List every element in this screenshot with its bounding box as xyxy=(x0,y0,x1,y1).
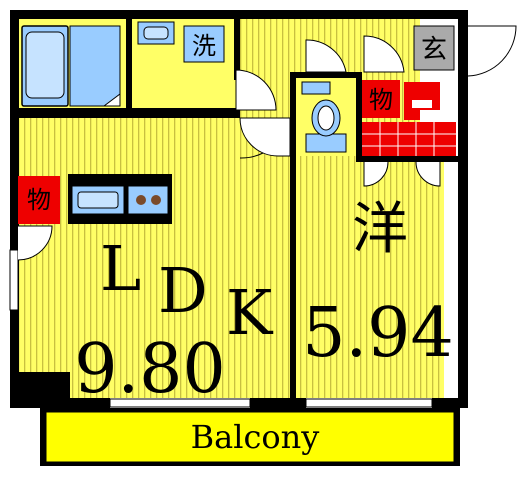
bathtub-basin xyxy=(25,31,65,99)
stairs-icon xyxy=(362,122,456,156)
window-left xyxy=(9,249,19,311)
wall-western-top xyxy=(356,156,464,162)
entrance-door-swing xyxy=(467,25,517,77)
balcony-fill xyxy=(45,411,455,463)
ldk-floor xyxy=(18,118,294,398)
stove-burner-1 xyxy=(136,195,146,205)
ldk-size: 9.80 xyxy=(74,330,225,409)
ldk-letter-d: D xyxy=(158,254,208,327)
wall-bottom-right xyxy=(432,398,468,408)
window-ldk xyxy=(109,398,251,408)
wall-bath-wash xyxy=(126,10,132,110)
wall-ldk-western xyxy=(290,160,296,400)
corner-left xyxy=(10,372,70,408)
ldk-letter-l: L xyxy=(100,232,141,305)
entrance-label: 玄 xyxy=(421,35,447,65)
toilet-bowl xyxy=(317,105,335,131)
washer-box xyxy=(183,25,225,63)
toilet-sink xyxy=(301,81,331,95)
wall-bottom-mid xyxy=(250,398,306,408)
step-white xyxy=(412,100,432,108)
wall-closet xyxy=(356,72,362,162)
bath-door-icon xyxy=(102,93,121,107)
western-room-floor xyxy=(294,160,444,398)
entrance-box xyxy=(413,25,455,71)
kitchen-storage-door-swing xyxy=(17,225,53,261)
closet-door-swing xyxy=(363,35,405,73)
balcony-label: Balcony xyxy=(191,418,320,456)
kitchen-sink-bowl xyxy=(77,191,119,209)
washbasin-bowl xyxy=(143,26,169,40)
western-size: 5.94 xyxy=(302,294,453,373)
washroom-door-swing xyxy=(235,69,277,111)
wall-right xyxy=(458,10,468,408)
window-western xyxy=(305,398,433,408)
toilet-door-swing xyxy=(305,39,347,73)
ldk-letter-k: K xyxy=(226,276,274,349)
ldk-door-arc xyxy=(239,117,291,157)
wall-left xyxy=(10,10,19,408)
wall-wash-hall xyxy=(234,10,240,80)
washer-label: 洗 xyxy=(192,32,216,60)
stairs-lines xyxy=(362,122,456,156)
storage-kitchen-label: 物 xyxy=(27,186,51,214)
western-room-label: 洋 xyxy=(352,197,408,262)
western-door-swing-2 xyxy=(415,161,441,187)
toilet-tank xyxy=(305,133,347,153)
storage-kitchen-box xyxy=(18,176,60,224)
stove-burner-2 xyxy=(151,195,161,205)
storage-closet-box xyxy=(362,80,400,118)
wall-bath-ldk xyxy=(10,108,240,118)
stove-icon xyxy=(127,185,169,215)
bath-partition xyxy=(69,25,121,107)
storage-closet-label: 物 xyxy=(369,86,393,114)
wall-toilet-left xyxy=(290,72,296,160)
western-door-swing xyxy=(363,161,389,187)
wall-toilet-top xyxy=(290,72,360,78)
